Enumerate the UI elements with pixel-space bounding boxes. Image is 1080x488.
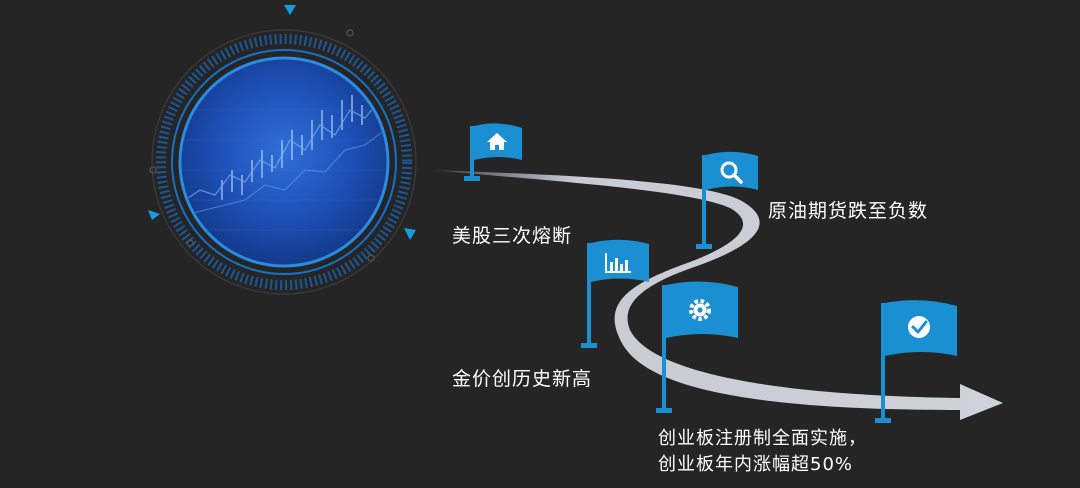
milestone-label-chinext-line1: 创业板注册制全面实施， bbox=[658, 428, 867, 449]
flag-home bbox=[464, 123, 522, 181]
triangle-marker-right-icon bbox=[404, 228, 416, 240]
milestone-label-chinext-line2: 创业板年内涨幅超50% bbox=[658, 454, 854, 475]
radar-globe bbox=[148, 5, 417, 295]
home-icon bbox=[487, 133, 507, 150]
milestone-label-us-stocks: 美股三次熔断 bbox=[452, 225, 573, 247]
milestone-label-oil-futures: 原油期货跌至负数 bbox=[768, 200, 929, 222]
check-circle-icon bbox=[908, 316, 930, 338]
flag-search bbox=[696, 151, 758, 249]
milestone-label-gold-price: 金价创历史新高 bbox=[452, 368, 593, 390]
triangle-marker-top-icon bbox=[284, 5, 296, 15]
bar-chart-icon bbox=[605, 253, 631, 273]
search-icon bbox=[720, 161, 743, 184]
flag-check bbox=[875, 300, 957, 423]
flag-gear bbox=[656, 281, 738, 413]
triangle-marker-left-icon bbox=[148, 210, 160, 220]
gear-icon bbox=[689, 299, 711, 321]
stock-chart-overlay bbox=[182, 95, 386, 231]
flag-bar-chart bbox=[581, 239, 649, 348]
